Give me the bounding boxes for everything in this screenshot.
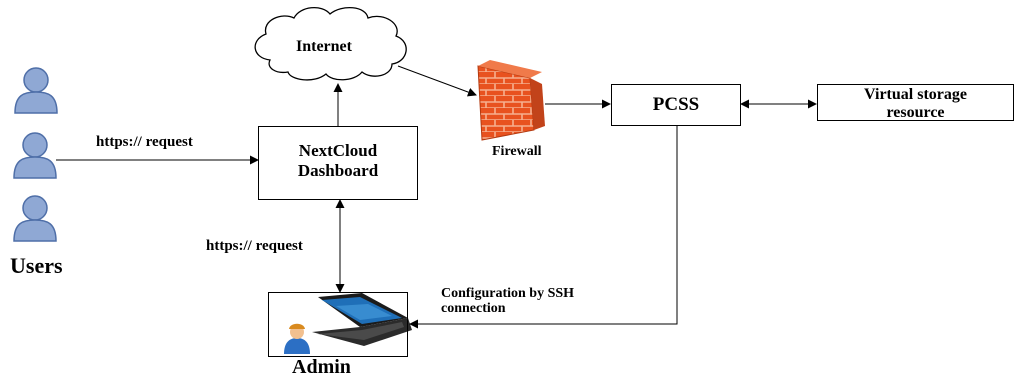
virtual-storage-box: Virtual storage resource: [817, 84, 1014, 121]
users-request-label: https:// request: [96, 134, 193, 150]
ssh-config-label-line1: Configuration by SSH: [441, 286, 575, 301]
admin-request-label: https:// request: [206, 238, 303, 254]
ssh-config-label: Configuration by SSH connection: [441, 286, 574, 317]
ssh-config-label-line2: connection: [441, 301, 506, 317]
dashboard-label-line1: NextCloud: [298, 141, 378, 160]
internet-label: Internet: [296, 38, 352, 55]
laptop-icon: [312, 293, 412, 346]
storage-label-line1: Virtual storage: [864, 86, 967, 103]
admin-avatar-icon: [284, 323, 310, 354]
admin-label: Admin: [292, 356, 351, 378]
user-icon: [13, 195, 57, 242]
user-icon: [14, 67, 58, 114]
nextcloud-dashboard-box: NextCloud Dashboard: [258, 126, 418, 200]
pcss-box: PCSS: [611, 84, 741, 126]
internet-cloud: [254, 7, 407, 81]
storage-label-line2: resource: [886, 103, 945, 121]
admin-box: [268, 292, 408, 357]
dashboard-label-line2: Dashboard: [297, 161, 379, 181]
firewall-icon: [477, 60, 545, 141]
firewall-label: Firewall: [492, 144, 542, 159]
user-icon: [13, 132, 57, 179]
edge-internet-to-firewall: [397, 65, 477, 97]
users-label: Users: [10, 253, 63, 278]
edge-pcss-to-admin: [409, 126, 678, 329]
pcss-label: PCSS: [652, 94, 700, 115]
